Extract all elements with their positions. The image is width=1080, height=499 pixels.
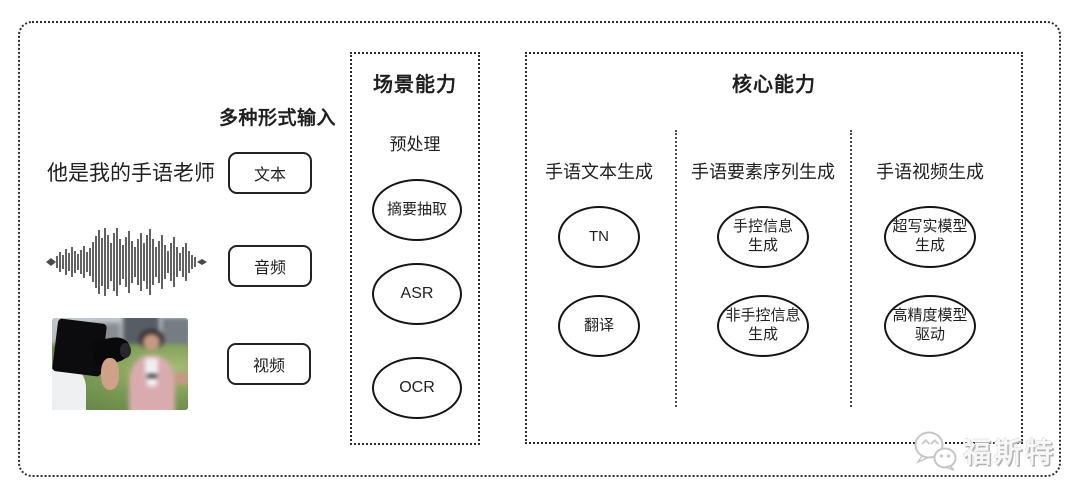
outer-dotted-frame (18, 21, 1061, 477)
watermark: 福斯特 (912, 430, 1056, 472)
column-header-element-sequence-generation: 手语要素序列生成 (691, 162, 835, 182)
input-type-box-video: 视频 (227, 343, 311, 385)
input-type-box-audio: 音频 (228, 245, 312, 287)
node-translation: 翻译 (558, 295, 640, 357)
sample-sentence-text: 他是我的手语老师 (47, 162, 215, 185)
node-non-manual-info-generation: 非手控信息 生成 (717, 295, 809, 357)
column-divider-1 (675, 130, 677, 407)
scene-capability-panel: 场景能力 预处理 摘要抽取 ASR OCR (350, 52, 480, 445)
input-type-box-text: 文本 (228, 152, 312, 194)
node-tn: TN (558, 206, 640, 268)
node-manual-info-generation: 手控信息 生成 (717, 206, 809, 268)
column-header-text-generation: 手语文本生成 (545, 162, 653, 182)
video-thumbnail-photo (52, 318, 188, 410)
input-section-label: 多种形式输入 (219, 108, 337, 129)
audio-waveform-icon (46, 228, 207, 296)
node-high-precision-model-driving: 高精度模型 驱动 (884, 295, 976, 357)
watermark-text: 福斯特 (963, 437, 1057, 468)
core-capability-title: 核心能力 (732, 74, 816, 96)
column-divider-2 (850, 130, 852, 407)
core-capability-panel: 核心能力 手语文本生成 手语要素序列生成 手语视频生成 TN 翻译 手控信息 生… (525, 52, 1023, 444)
photo-camera-foreground (52, 318, 188, 410)
node-asr: ASR (372, 263, 462, 325)
node-ocr: OCR (372, 357, 462, 419)
node-summary-extraction: 摘要抽取 (372, 179, 462, 241)
chat-bubbles-icon (914, 431, 957, 471)
scene-capability-title: 场景能力 (373, 74, 457, 96)
node-hyperrealistic-model-generation: 超写实模型 生成 (884, 206, 976, 268)
preprocess-label: 预处理 (389, 135, 441, 154)
column-header-video-generation: 手语视频生成 (876, 162, 984, 182)
